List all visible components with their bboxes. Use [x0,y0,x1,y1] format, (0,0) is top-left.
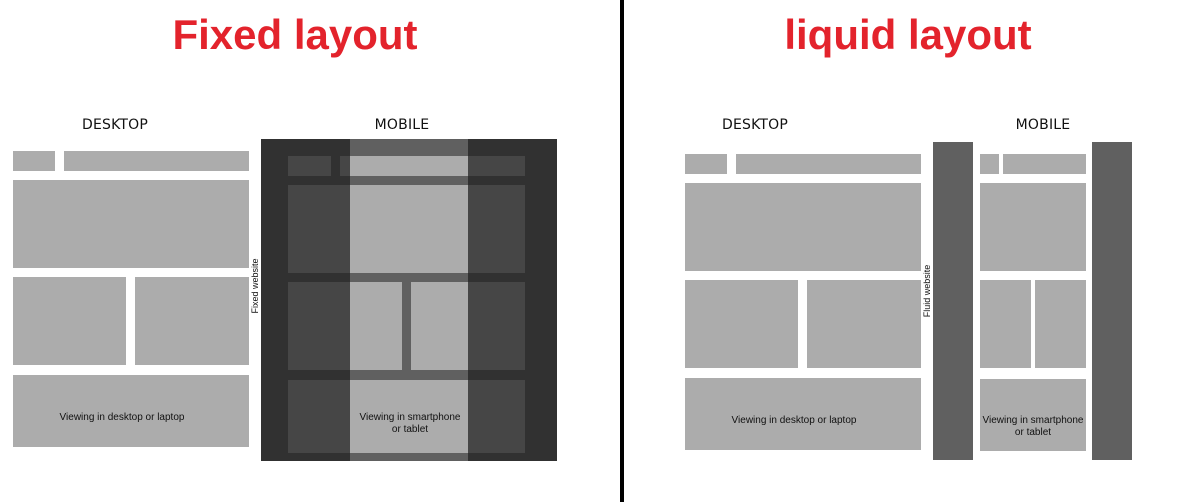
fixed-mobile-caption: Viewing in smartphone or tablet [359,412,461,435]
panel-divider [620,0,624,502]
liquid-mobile-hero-block [980,183,1086,271]
liquid-mobile-caption: Viewing in smartphone or tablet [982,415,1084,438]
fixed-mobile-left-overflow-shade [261,139,350,461]
liquid-mobile-footer-block [980,379,1086,451]
liquid-mobile-nav-block [1003,154,1086,174]
fixed-desktop-hero-block [13,180,249,268]
liquid-mobile-right-frame-bar [1092,142,1132,460]
liquid-desktop-col-left-block [685,280,798,368]
liquid-desktop-col-right-block [807,280,921,368]
liquid-mobile-label: MOBILE [1015,117,1071,133]
liquid-mobile-logo-block [980,154,999,174]
fluid-website-side-label: Fluid website [922,264,932,318]
fixed-desktop-footer-block [13,375,249,447]
liquid-mobile-col-left-block [980,280,1031,368]
liquid-desktop-nav-block [736,154,921,174]
fixed-desktop-logo-block [13,151,55,171]
liquid-desktop-caption: Viewing in desktop or laptop [731,415,857,426]
liquid-desktop-hero-block [685,183,921,271]
liquid-desktop-footer-block [685,378,921,450]
liquid-mobile-col-right-block [1035,280,1086,368]
fixed-desktop-nav-block [64,151,249,171]
fixed-desktop-caption: Viewing in desktop or laptop [59,412,185,423]
liquid-desktop-logo-block [685,154,727,174]
liquid-mobile-left-frame-bar [933,142,973,460]
fixed-desktop-col-left-block [13,277,126,365]
fixed-mobile-right-overflow-shade [468,139,557,461]
fixed-mobile-label: MOBILE [374,117,430,133]
liquid-desktop-label: DESKTOP [721,117,789,133]
fixed-desktop-label: DESKTOP [81,117,149,133]
fixed-layout-title: Fixed layout [172,11,418,58]
liquid-layout-title: liquid layout [784,11,1032,58]
fixed-website-side-label: Fixed website [250,258,260,314]
fixed-desktop-col-right-block [135,277,249,365]
